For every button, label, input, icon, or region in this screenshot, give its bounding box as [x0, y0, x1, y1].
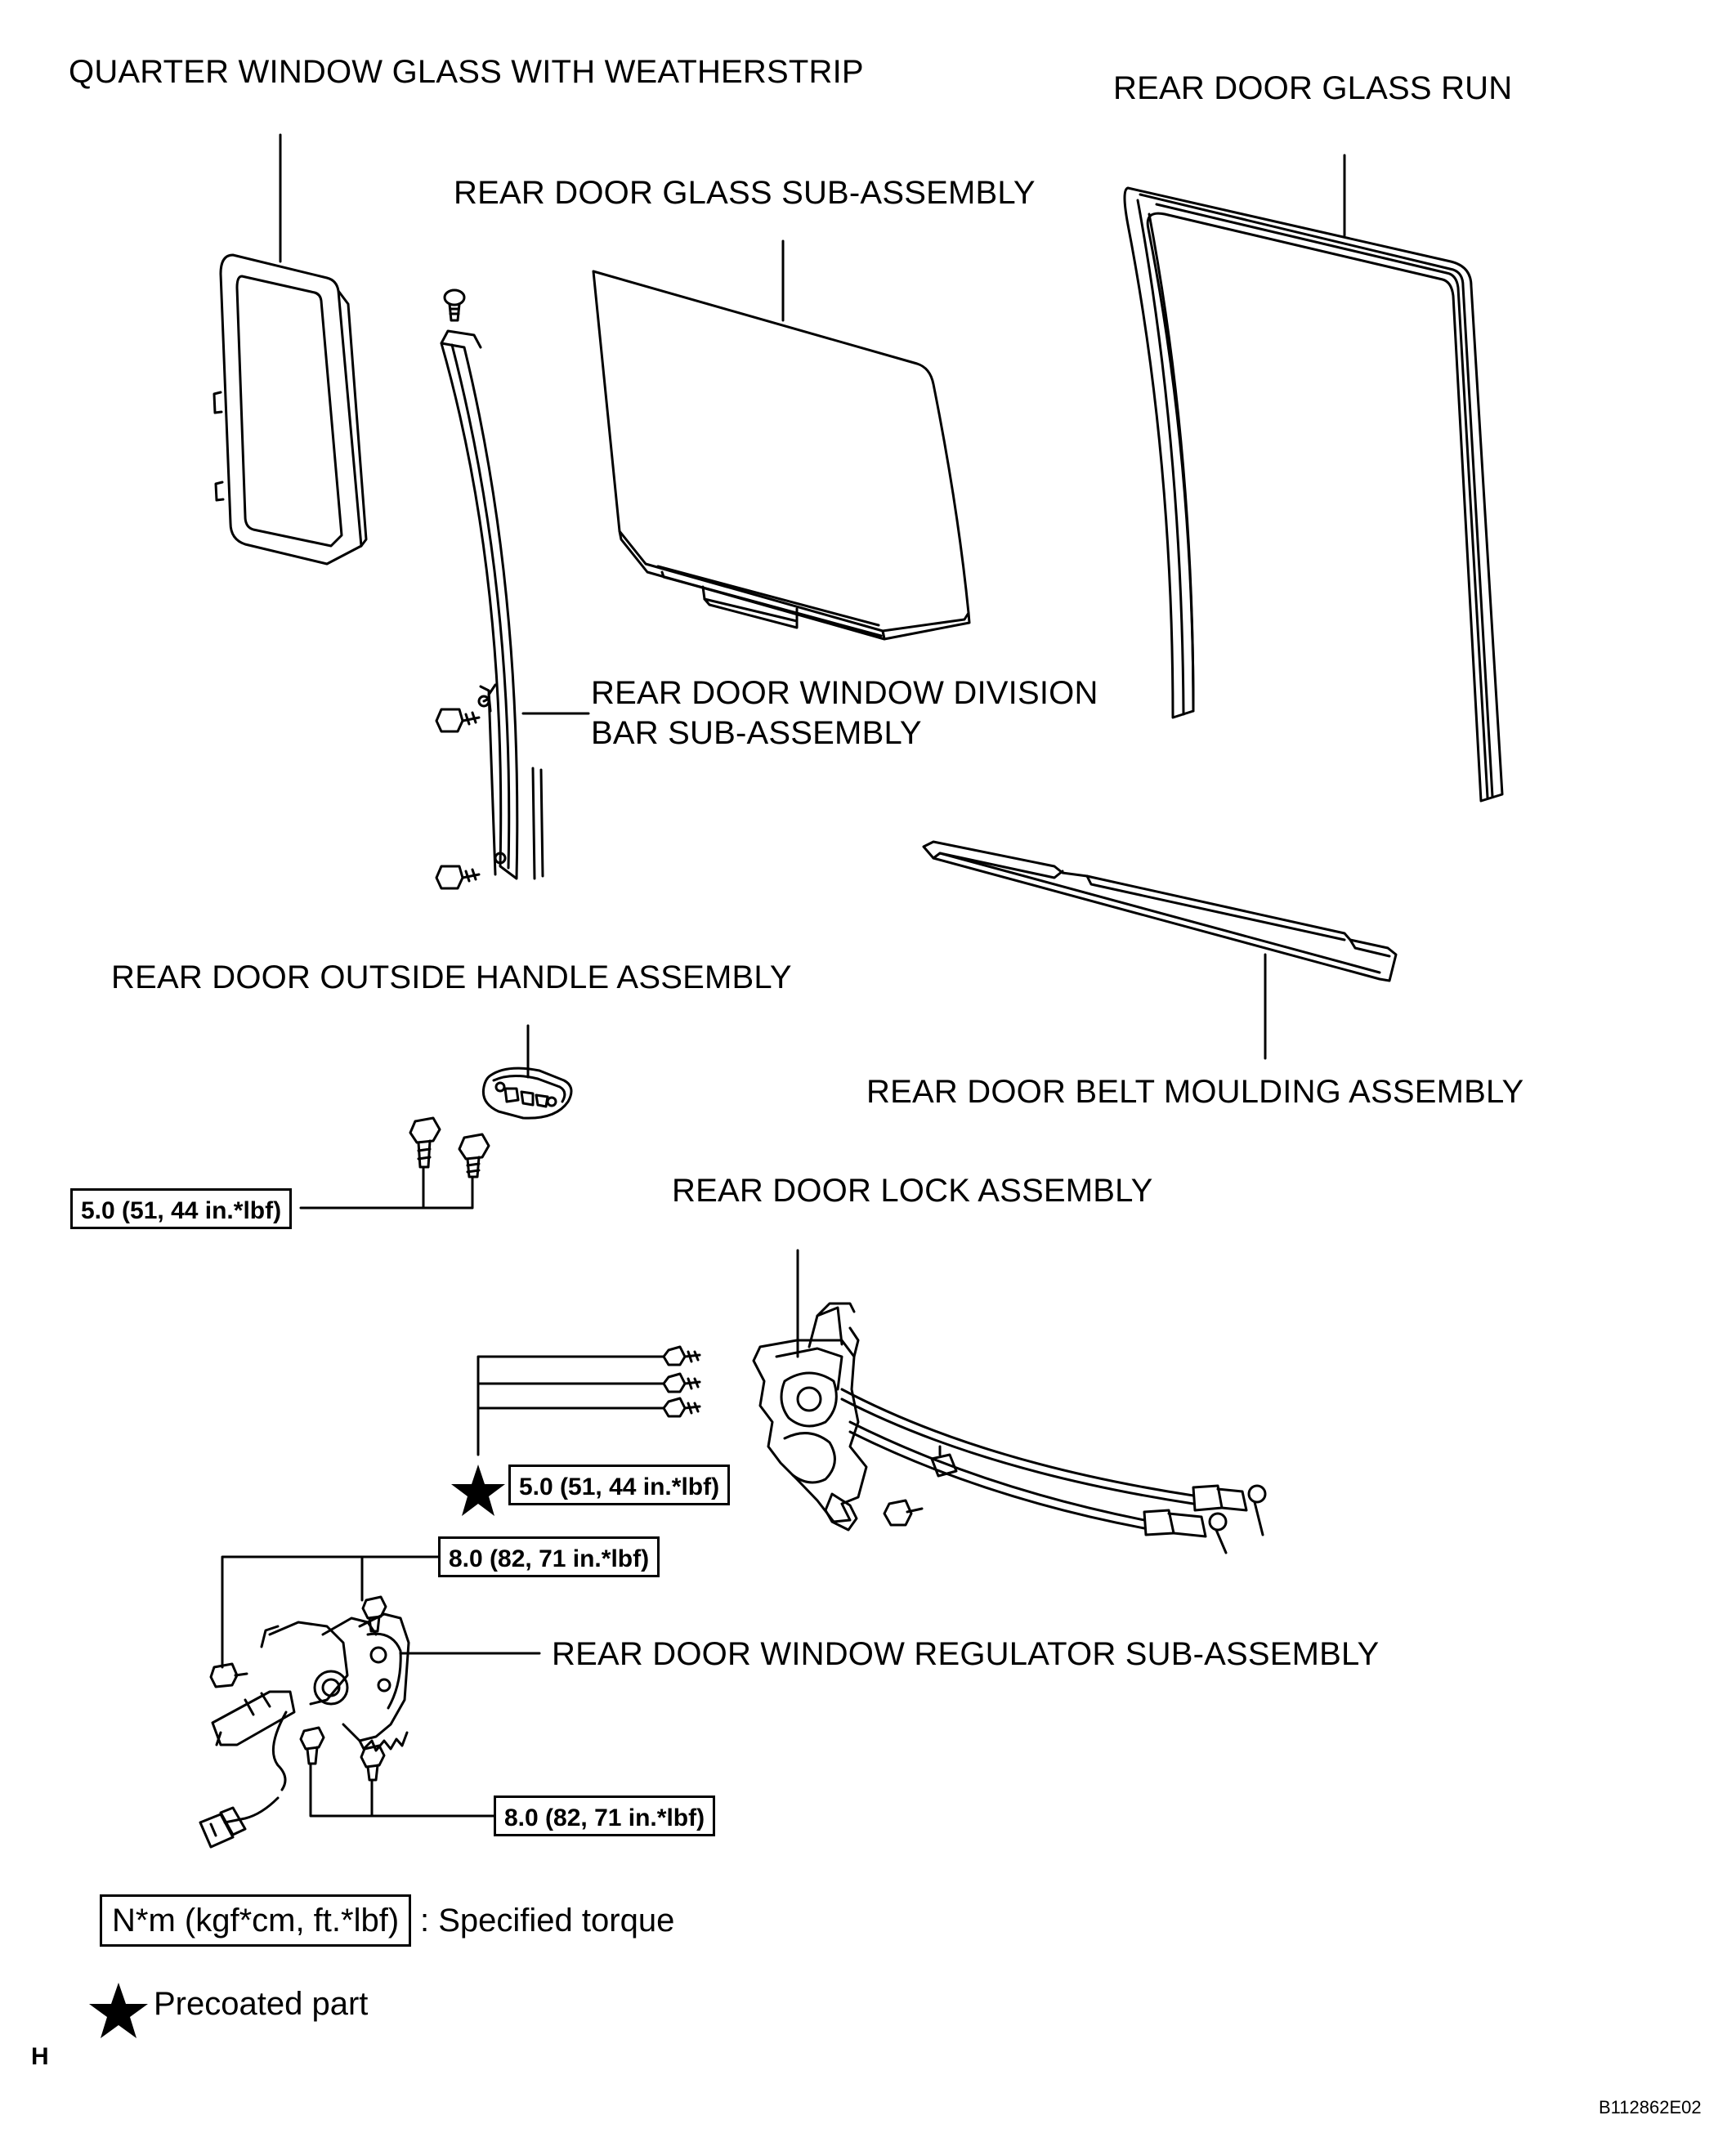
- door-lock-label: REAR DOOR LOCK ASSEMBLY: [672, 1173, 1153, 1209]
- handle-bolt-1: [409, 1116, 441, 1169]
- regulator-top-torque-leader: [221, 1555, 441, 1669]
- division-bar-label-line2: BAR SUB-ASSEMBLY: [591, 715, 922, 751]
- door-lock-bolt-3: [662, 1397, 701, 1418]
- belt-moulding-label: REAR DOOR BELT MOULDING ASSEMBLY: [866, 1074, 1524, 1110]
- legend-precoated-text: Precoated part: [154, 1986, 369, 2022]
- division-bar-bolt-upper: [435, 708, 481, 733]
- quarter-window-label: QUARTER WINDOW GLASS WITH WEATHERSTRIP: [69, 54, 864, 90]
- glass-sub-assembly-label: REAR DOOR GLASS SUB-ASSEMBLY: [454, 175, 1036, 211]
- regulator-bolt-top: [361, 1595, 387, 1633]
- corner-code-left: H: [31, 2043, 49, 2070]
- torque-spec-regulator-bottom: 8.0 (82, 71 in.*lbf): [494, 1795, 716, 1836]
- regulator-bolt-bottom-2: [360, 1744, 386, 1782]
- door-lock-bolt-2: [662, 1372, 701, 1393]
- torque-spec-handle: 5.0 (51, 44 in.*lbf): [70, 1188, 293, 1229]
- legend-torque-text: : Specified torque: [420, 1903, 675, 1939]
- rear-door-glass-run: [1123, 186, 1504, 803]
- regulator-bottom-torque-leader: [309, 1764, 496, 1818]
- regulator-bolt-bottom-1: [299, 1726, 325, 1765]
- figure-code: B112862E02: [1599, 2097, 1702, 2117]
- rear-door-outside-handle: [481, 1067, 573, 1120]
- handle-bolt-2: [458, 1133, 490, 1178]
- torque-spec-lock: 5.0 (51, 44 in.*lbf): [508, 1465, 731, 1505]
- door-lock-bolt-1: [662, 1345, 701, 1366]
- outside-handle-label: REAR DOOR OUTSIDE HANDLE ASSEMBLY: [111, 959, 792, 995]
- legend-torque-box: N*m (kgf*cm, ft.*lbf): [100, 1894, 412, 1947]
- rear-door-glass: [592, 270, 971, 641]
- rear-door-lock: [752, 1302, 1267, 1554]
- division-bar: [440, 329, 544, 880]
- regulator-bolt-left: [209, 1662, 248, 1688]
- quarter-window-glass: [213, 253, 368, 566]
- division-bar-label-line1: REAR DOOR WINDOW DIVISION: [591, 675, 1098, 711]
- window-regulator-label: REAR DOOR WINDOW REGULATOR SUB-ASSEMBLY: [552, 1636, 1380, 1672]
- door-lock-torque-leader: [477, 1355, 665, 1456]
- handle-torque-leader: [299, 1167, 474, 1210]
- rear-door-belt-moulding: [922, 840, 1398, 982]
- star-icon-legend: [89, 1983, 148, 2038]
- division-bar-bolt-lower: [435, 865, 481, 890]
- division-bar-screw-top: [443, 288, 466, 322]
- torque-spec-regulator-top: 8.0 (82, 71 in.*lbf): [438, 1536, 660, 1577]
- door-lock-bolt-4: [883, 1499, 924, 1527]
- glass-run-label: REAR DOOR GLASS RUN: [1113, 70, 1513, 106]
- star-icon-lock: [451, 1465, 505, 1516]
